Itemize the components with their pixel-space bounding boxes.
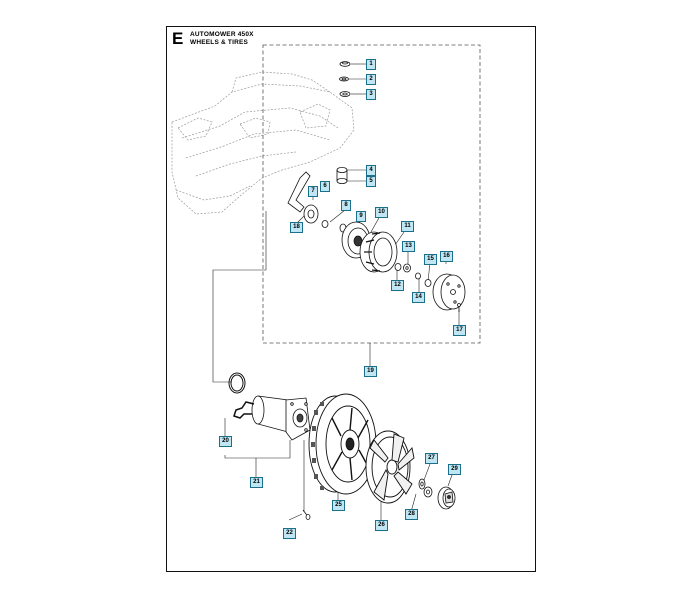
part-20-o-ring bbox=[228, 372, 246, 394]
callout-25: 25 bbox=[332, 500, 345, 511]
part-1-nut bbox=[339, 61, 351, 67]
group-title: WHEELS & TIRES bbox=[190, 39, 249, 46]
callout-16: 16 bbox=[440, 251, 453, 262]
callout-22: 22 bbox=[283, 528, 296, 539]
callout-17: 17 bbox=[453, 325, 466, 336]
part-29-center-cap bbox=[437, 486, 456, 510]
callout-2: 2 bbox=[366, 74, 376, 85]
part-16-cover bbox=[432, 273, 466, 311]
callout-20: 20 bbox=[219, 436, 232, 447]
callout-9: 9 bbox=[356, 211, 366, 222]
callout-15: 15 bbox=[424, 254, 437, 265]
callout-8: 8 bbox=[341, 200, 351, 211]
callout-7: 7 bbox=[308, 186, 318, 197]
callout-12: 12 bbox=[391, 280, 404, 291]
callout-27: 27 bbox=[425, 453, 438, 464]
part-28-nut bbox=[423, 486, 433, 498]
callout-1: 1 bbox=[366, 59, 376, 70]
part-27-washer bbox=[418, 478, 426, 490]
callout-14: 14 bbox=[412, 292, 425, 303]
callout-18: 18 bbox=[290, 222, 303, 233]
callout-28: 28 bbox=[405, 509, 418, 520]
part-21-motor bbox=[233, 395, 311, 441]
part-7-arm bbox=[287, 171, 311, 213]
part-25-wheel bbox=[308, 393, 377, 495]
callout-13: 13 bbox=[402, 241, 415, 252]
part-3-bearing bbox=[339, 91, 351, 97]
part-22-screw bbox=[302, 509, 311, 520]
part-2-washer bbox=[339, 76, 349, 82]
model-title: AUTOMOWER 450X bbox=[190, 31, 254, 38]
callout-19: 19 bbox=[364, 366, 377, 377]
callout-11: 11 bbox=[401, 221, 414, 232]
callout-4: 4 bbox=[366, 165, 376, 176]
part-17-screw bbox=[457, 303, 461, 312]
part-26-hubcap bbox=[365, 430, 415, 504]
callout-26: 26 bbox=[375, 520, 388, 531]
callout-10: 10 bbox=[375, 207, 388, 218]
callout-5: 5 bbox=[366, 176, 376, 187]
leader-lines bbox=[212, 63, 460, 521]
callout-6: 6 bbox=[320, 181, 330, 192]
part-18-hub bbox=[303, 204, 319, 224]
part-11-ring-gear bbox=[359, 231, 398, 273]
part-14-pin bbox=[415, 272, 421, 280]
callout-3: 3 bbox=[366, 89, 376, 100]
part-12-clip bbox=[394, 263, 402, 271]
assembly-boundary bbox=[262, 44, 481, 344]
chassis-ghost-outline bbox=[171, 71, 355, 215]
part-4-5-bearing-stack bbox=[336, 166, 348, 184]
callout-21: 21 bbox=[250, 477, 263, 488]
part-8-screw bbox=[321, 220, 329, 228]
callout-29: 29 bbox=[448, 464, 461, 475]
section-letter: E bbox=[172, 29, 184, 48]
part-15-nut bbox=[424, 279, 432, 287]
part-13-gear bbox=[403, 263, 411, 273]
